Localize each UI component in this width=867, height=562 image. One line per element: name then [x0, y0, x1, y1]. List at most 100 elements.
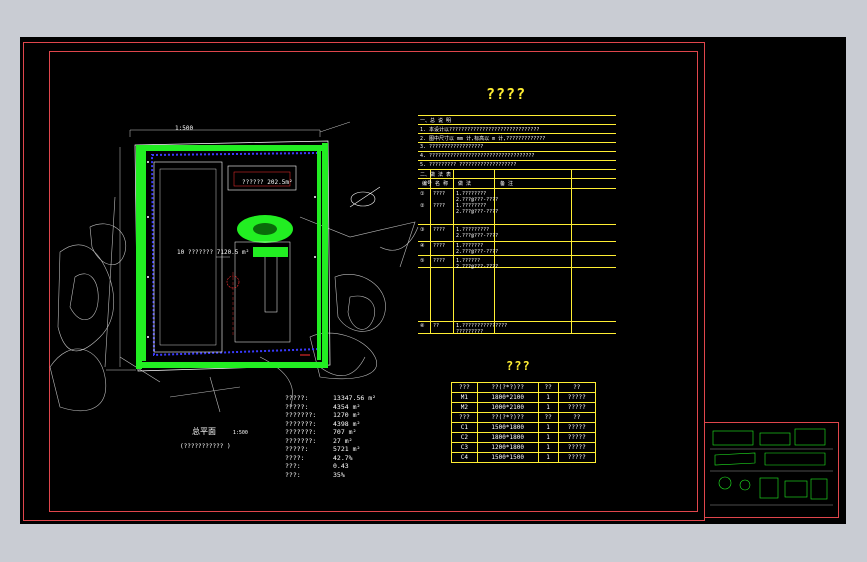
site-stat-row: ???????:27 m²	[285, 437, 376, 446]
site-stat-row: ???????:4398 m²	[285, 420, 376, 429]
door-table-cell: ?????	[557, 392, 596, 403]
site-stat-row: ???????: 707 m²	[285, 428, 376, 437]
door-table-cell: C2	[451, 432, 478, 443]
door-table-cell: C3	[451, 442, 478, 453]
spec-item-cell: 1.????????	[456, 191, 487, 197]
spec-item-cell: 2.???@???-????	[456, 264, 499, 270]
site-stat-value: 0.43	[333, 462, 349, 470]
door-table-cell: 1	[537, 402, 559, 413]
spec-note-row: 5. ????????? ???????????????????	[420, 162, 517, 168]
spec-header-cell: 名 称	[435, 181, 449, 187]
cad-viewport[interactable]: 10 ??????? 7120.5 m² ?????? 202.5m² 1:50…	[20, 37, 846, 524]
site-stat-row: ???????: 1270 m²	[285, 411, 376, 420]
door-table-cell: C4	[451, 452, 478, 463]
table-title: ???	[506, 359, 531, 373]
door-table-cell: 1000*2100	[476, 402, 539, 413]
drawing-main-title: ????	[486, 85, 527, 103]
spec-item-cell: ④	[420, 243, 425, 249]
site-stat-row: ???:35%	[285, 471, 376, 480]
site-stat-value: 13347.56 m²	[333, 394, 377, 402]
site-stat-label: ?????:	[285, 402, 309, 411]
spec-item-cell: ?????????	[456, 329, 484, 335]
site-stat-value: 1270 m²	[333, 411, 361, 419]
spec-item-cell: ⑥	[420, 323, 425, 329]
spec-item-cell: 2.???@???-????	[456, 197, 499, 203]
building-label: 10 ??????? 7120.5 m²	[177, 249, 250, 256]
door-table-cell: ?????	[557, 432, 596, 443]
site-stat-label: ????:	[285, 453, 305, 462]
door-table-cell: ?????	[557, 422, 596, 433]
plan-title: 总平面 1:500	[192, 427, 248, 436]
layout-thumbnail[interactable]	[704, 422, 839, 518]
site-stat-row: ?????: 4354 m²	[285, 403, 376, 412]
site-stat-row: ?????: 13347.56 m²	[285, 394, 376, 403]
site-stat-label: ???????:	[285, 411, 317, 419]
door-table-cell: 1500*1500	[476, 452, 539, 463]
spec-item-cell: 1.??????	[456, 258, 481, 264]
door-table-cell: 1500*1800	[476, 422, 539, 433]
site-stat-value: 707 m²	[333, 428, 357, 436]
door-table-cell: M1	[451, 392, 478, 403]
site-stat-label: ???:	[285, 462, 301, 470]
door-table-cell: 1800*2100	[476, 392, 539, 403]
site-stat-row: ????: 42.7%	[285, 454, 376, 463]
site-stat-value: 42.7%	[333, 453, 353, 462]
door-table-cell: ??	[557, 412, 596, 423]
door-table-cell: 1	[537, 452, 559, 463]
door-table-cell: 1	[537, 392, 559, 403]
spec-item-cell: 1.???????	[456, 243, 484, 249]
site-stat-label: ?????:	[285, 445, 309, 453]
spec-item-cell: ????	[433, 258, 446, 264]
site-stat-row: ?????: 5721 m²	[285, 445, 376, 454]
spec-item-cell: 1.???????????????	[456, 323, 508, 329]
door-table-cell: ?????	[557, 442, 596, 453]
spec-note-row: 1. 本设计以??????????????????????????????	[420, 127, 540, 133]
spec-item-cell: ????	[433, 191, 446, 197]
door-table-cell: ?????	[557, 452, 596, 463]
door-table-cell: 1200*1800	[476, 442, 539, 453]
site-stats: ?????: 13347.56 m²?????: 4354 m²???????: 12…	[285, 394, 376, 479]
sheet-inner-border	[49, 51, 698, 512]
spec-section-heading: 一、总 说 明	[420, 118, 452, 124]
door-table-cell: M2	[451, 402, 478, 413]
spec-item-cell: 2.???@???-????	[456, 233, 499, 239]
spec-item-cell: ??	[433, 323, 440, 329]
spec-item-cell: ②	[420, 203, 425, 209]
spec-table: 一、总 说 明 1. 本设计以??????????????????????????…	[418, 115, 616, 335]
site-plan-drawing	[49, 121, 419, 413]
site-stat-value: 5721 m²	[333, 445, 361, 453]
spec-item-cell: ①	[420, 191, 425, 197]
site-stat-value: 4398 m²	[333, 419, 361, 428]
door-table-cell: ???	[451, 412, 478, 423]
sheet-outer-border	[23, 42, 705, 521]
spec-header-cell: 做 法	[458, 181, 472, 187]
site-stat-label: ?????:	[285, 394, 309, 402]
site-stat-row: ???: 0.43	[285, 462, 376, 471]
spec-item-cell: 1.????????	[456, 203, 487, 209]
spec-item-cell: ????	[433, 203, 446, 209]
plan-subtitle: (??????????? )	[180, 443, 231, 450]
spec-item-cell: ????	[433, 243, 446, 249]
door-table-cell: ??(?*?)??	[476, 412, 539, 423]
site-stat-label: ???????:	[285, 428, 317, 436]
spec-item-cell: 2.???@???-????	[456, 249, 499, 255]
door-table-header: ??	[557, 382, 596, 393]
site-stat-value: 35%	[333, 470, 345, 479]
site-stat-value: 4354 m²	[333, 402, 361, 411]
door-table-cell: ??	[537, 412, 559, 423]
spec-header-cell: 编号	[422, 181, 433, 187]
annex-label: ?????? 202.5m²	[242, 179, 293, 186]
spec-item-cell: 2.???@???-????	[456, 209, 499, 215]
door-table-header: ??	[537, 382, 559, 393]
door-table-cell: 1	[537, 442, 559, 453]
door-table-header: ??(?*?)??	[476, 382, 539, 393]
site-stat-label: ???????:	[285, 436, 317, 445]
spec-item-cell: 1.?????????	[456, 227, 490, 233]
door-table-cell: C1	[451, 422, 478, 433]
